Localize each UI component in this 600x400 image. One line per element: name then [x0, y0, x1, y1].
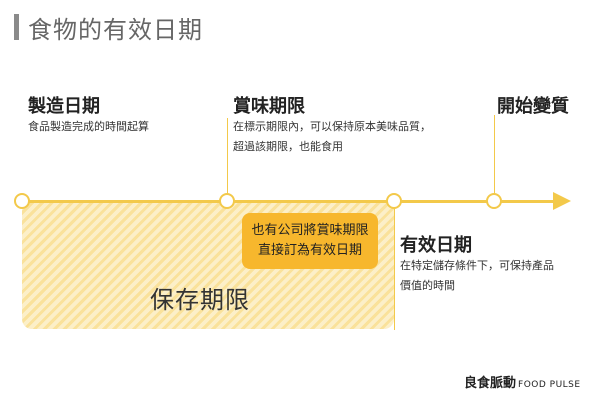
stage-desc-line: 價值的時間: [400, 279, 455, 292]
title-accent-bar: [14, 14, 19, 40]
timeline-dot-expiry: [386, 193, 402, 209]
stage-desc-line: 超過該期限，也能食用: [233, 140, 343, 153]
brand-name-zh: 良食脈動: [464, 376, 517, 391]
callout-box: 也有公司將賞味期限 直接訂為有效日期: [242, 213, 378, 269]
stage-heading-spoilage: 開始變質: [497, 96, 569, 117]
callout-line: 也有公司將賞味期限: [251, 223, 369, 238]
callout-line: 直接訂為有效日期: [257, 243, 362, 258]
stage-desc-line: 在特定儲存條件下，可保持產品: [400, 259, 554, 272]
stage-desc-line: 在標示期限內，可以保持原本美味品質，: [233, 120, 431, 133]
shelf-life-label: 保存期限: [150, 286, 250, 314]
timeline-dot-spoilage: [486, 193, 502, 209]
stage-guide-line-spoilage: [494, 115, 495, 198]
page-title: 食物的有效日期: [28, 16, 203, 44]
stage-desc-manufacture: 食品製造完成的時間起算: [28, 117, 149, 137]
timeline-arrow-icon: [553, 192, 571, 210]
stage-guide-line-best-before: [227, 118, 228, 198]
stage-heading-manufacture: 製造日期: [28, 96, 100, 117]
brand-name-en: FOOD PULSE: [518, 380, 581, 390]
stage-desc-expiry: 在特定儲存條件下，可保持產品 價值的時間: [400, 256, 554, 296]
stage-heading-best-before: 賞味期限: [233, 96, 305, 117]
stage-desc-best-before: 在標示期限內，可以保持原本美味品質， 超過該期限，也能食用: [233, 117, 431, 157]
stage-guide-line-expiry: [394, 205, 395, 330]
stage-desc-line: 食品製造完成的時間起算: [28, 120, 149, 133]
timeline-dot-best-before: [219, 193, 235, 209]
stage-heading-expiry: 有效日期: [400, 235, 472, 256]
timeline-dot-manufacture: [14, 193, 30, 209]
timeline-axis: [22, 200, 558, 203]
